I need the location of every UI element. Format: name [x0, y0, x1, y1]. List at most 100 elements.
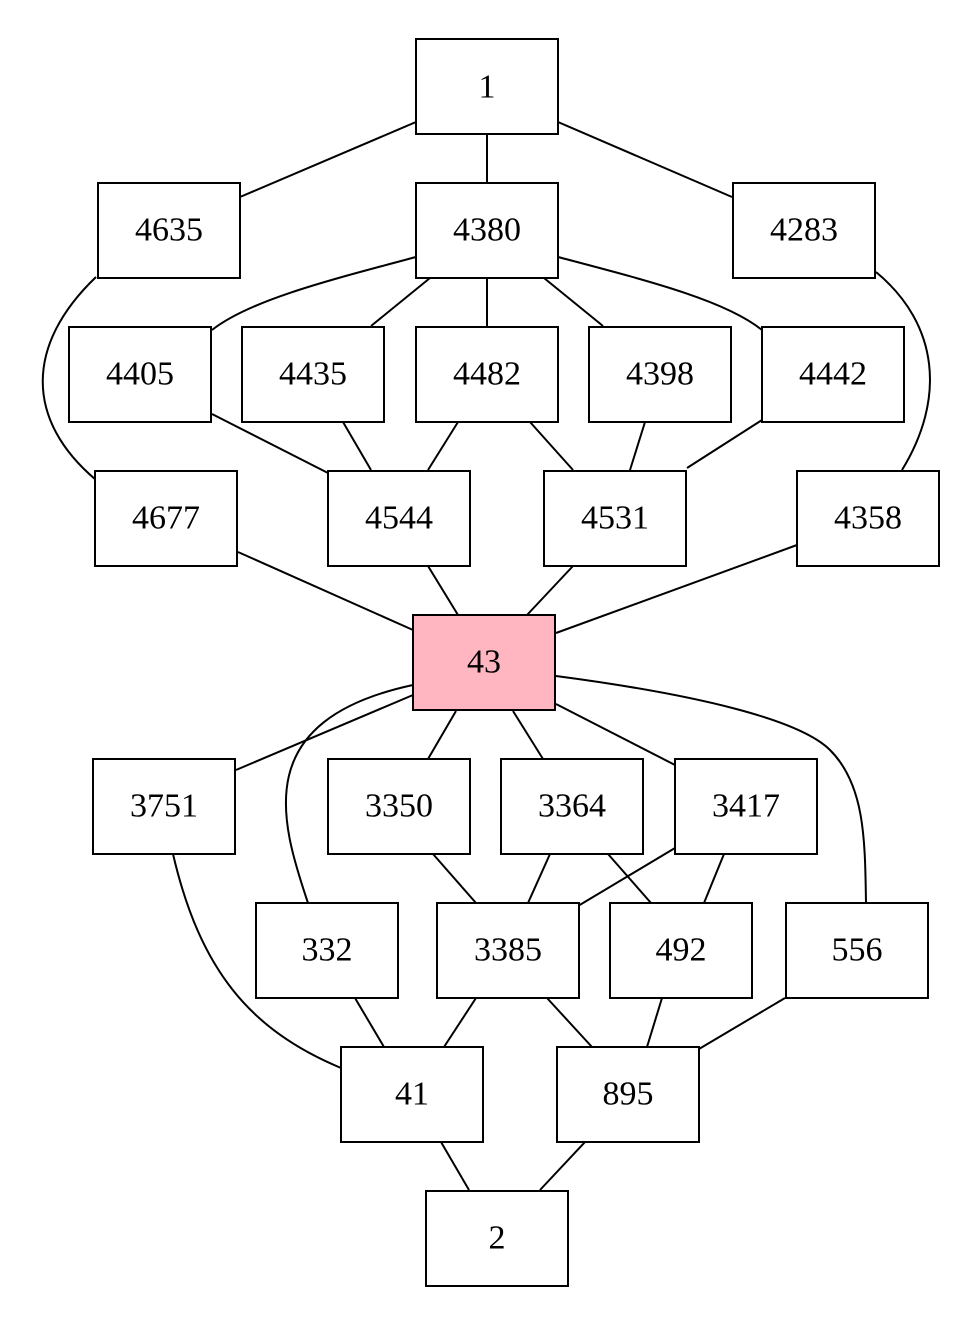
node-492[interactable]: 492: [609, 902, 753, 999]
node-box: [556, 1046, 700, 1143]
edge-556-895: [698, 997, 786, 1050]
node-4635[interactable]: 4635: [97, 182, 241, 279]
node-4677[interactable]: 4677: [94, 470, 238, 567]
edge-43-3350: [427, 710, 457, 760]
node-box: [340, 1046, 484, 1143]
edge-43-3364: [512, 710, 544, 760]
edge-4544-43: [427, 565, 459, 616]
node-4283[interactable]: 4283: [732, 182, 876, 279]
node-2[interactable]: 2: [425, 1190, 569, 1287]
node-layer: 1 4635 4380 4283 4405 4435 4482 4398: [68, 38, 940, 1287]
node-label: 4405: [106, 356, 174, 393]
node-label: 3751: [130, 788, 198, 825]
node-332[interactable]: 332: [255, 902, 399, 999]
node-4380[interactable]: 4380: [415, 182, 559, 279]
edge-4442-4531: [686, 419, 763, 469]
edge-4380-4442: [557, 256, 763, 331]
node-box: [436, 902, 580, 999]
node-box: [761, 326, 905, 423]
node-label: 3364: [538, 788, 606, 825]
node-label: 3417: [712, 788, 780, 825]
edge-4380-4398: [543, 277, 604, 327]
edge-3364-492: [607, 853, 652, 904]
node-3350[interactable]: 3350: [327, 758, 471, 855]
edge-492-895: [646, 997, 663, 1048]
edge-895-2: [539, 1141, 586, 1191]
edge-3751-41: [172, 853, 342, 1069]
edge-4405-4544: [211, 413, 329, 474]
node-4405[interactable]: 4405: [68, 326, 212, 423]
node-box: [674, 758, 818, 855]
edge-3417-492: [703, 853, 725, 904]
node-box: [92, 758, 236, 855]
edge-43-3751: [235, 694, 414, 771]
edge-43-332: [284, 684, 414, 904]
node-box: [97, 182, 241, 279]
edge-4398-4531: [629, 421, 646, 471]
node-label: 3385: [474, 932, 542, 969]
node-label: 4544: [365, 500, 433, 537]
edge-43-3417: [555, 703, 676, 766]
node-label: 4635: [135, 212, 203, 249]
node-3385[interactable]: 3385: [436, 902, 580, 999]
edge-332-41: [354, 997, 385, 1048]
node-4398[interactable]: 4398: [588, 326, 732, 423]
node-label: 2: [489, 1220, 506, 1257]
node-4482[interactable]: 4482: [415, 326, 559, 423]
node-box: [785, 902, 929, 999]
node-box: [415, 38, 559, 135]
edge-43-556: [555, 675, 867, 904]
node-box: [68, 326, 212, 423]
node-label: 41: [395, 1076, 429, 1113]
node-box: [94, 470, 238, 567]
node-box: [425, 1190, 569, 1287]
edge-layer: [41, 121, 931, 1191]
edge-3385-41: [443, 997, 477, 1048]
node-box: [796, 470, 940, 567]
node-label: 4677: [132, 500, 200, 537]
node-box: [327, 758, 471, 855]
edge-1-4283: [557, 121, 733, 198]
node-label: 4358: [834, 500, 902, 537]
edge-3364-3385: [527, 853, 551, 904]
node-3417[interactable]: 3417: [674, 758, 818, 855]
node-box-highlighted: [412, 614, 556, 711]
edge-4283-4358: [875, 271, 931, 471]
node-label: 4442: [799, 356, 867, 393]
node-label: 3350: [365, 788, 433, 825]
node-556[interactable]: 556: [785, 902, 929, 999]
edge-4531-43: [526, 565, 574, 616]
node-4435[interactable]: 4435: [241, 326, 385, 423]
node-box: [241, 326, 385, 423]
node-label: 43: [467, 644, 501, 681]
edge-4635-4677: [41, 276, 97, 481]
node-box: [415, 182, 559, 279]
node-box: [588, 326, 732, 423]
node-box: [732, 182, 876, 279]
node-4544[interactable]: 4544: [327, 470, 471, 567]
edge-3350-3385: [432, 853, 477, 904]
node-43-highlighted[interactable]: 43: [412, 614, 556, 711]
node-1[interactable]: 1: [415, 38, 559, 135]
node-box: [609, 902, 753, 999]
edge-3417-3385: [577, 847, 676, 907]
node-895[interactable]: 895: [556, 1046, 700, 1143]
node-4358[interactable]: 4358: [796, 470, 940, 567]
edge-4677-43: [237, 551, 414, 631]
node-label: 4531: [581, 500, 649, 537]
node-41[interactable]: 41: [340, 1046, 484, 1143]
node-label: 895: [603, 1076, 654, 1113]
node-box: [500, 758, 644, 855]
node-box: [415, 326, 559, 423]
node-3364[interactable]: 3364: [500, 758, 644, 855]
node-4442[interactable]: 4442: [761, 326, 905, 423]
edge-4482-4531: [529, 421, 574, 471]
edge-4358-43: [555, 544, 798, 634]
node-4531[interactable]: 4531: [543, 470, 687, 567]
edge-41-2: [440, 1141, 470, 1191]
node-box: [327, 470, 471, 567]
node-label: 4398: [626, 356, 694, 393]
edge-4380-4405: [211, 256, 417, 331]
node-3751[interactable]: 3751: [92, 758, 236, 855]
